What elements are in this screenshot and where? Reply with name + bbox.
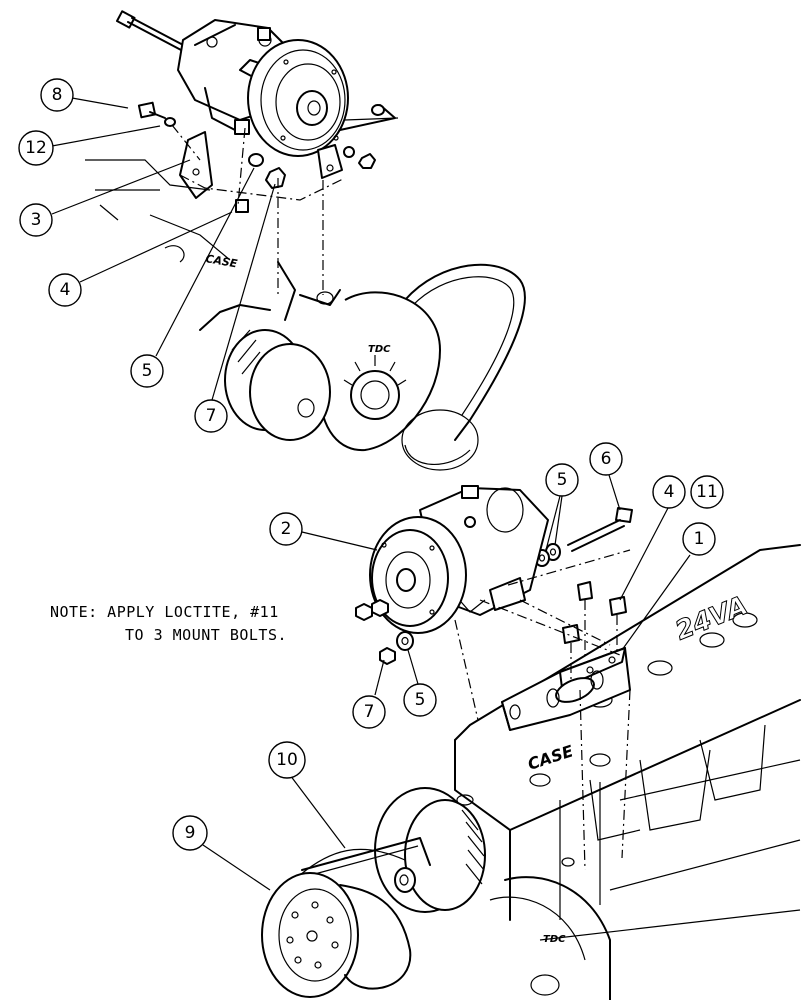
callout-12-label: 12	[25, 138, 47, 158]
leader-7b	[374, 659, 385, 696]
callout-4	[652, 475, 686, 509]
callout-4-label: 4	[60, 280, 71, 300]
top-brand-marking: CASE	[204, 252, 238, 270]
leader-5b	[407, 649, 419, 685]
callout-7	[194, 399, 228, 433]
top-clutch-pulley	[247, 39, 349, 157]
leader-9	[202, 844, 271, 891]
bottom-tdc-marking: TDC	[543, 934, 566, 945]
top-lower-pulley	[401, 409, 479, 471]
bottom-mount-bolts	[562, 581, 627, 682]
bottom-brand-marking: CASE	[525, 741, 575, 773]
bottom-timing-cover: TDC	[489, 876, 611, 1000]
leader-1	[621, 554, 691, 651]
leader-6	[608, 474, 621, 511]
leader-12	[51, 125, 161, 147]
callout-5-lower	[403, 683, 437, 717]
top-assembly-lines	[171, 124, 346, 298]
callout-5-upper-label: 5	[557, 470, 568, 490]
top-assembly: TDC CASE 8	[18, 10, 526, 471]
loctite-note: NOTE: APPLY LOCTITE, #11 TO 3 MOUNT BOLT…	[50, 603, 287, 644]
callout-11	[690, 475, 724, 509]
callout-5-lower-label: 5	[415, 690, 426, 710]
bottom-small-hardware	[355, 599, 414, 665]
top-callouts: 8 12 3 4 5 7	[18, 78, 276, 433]
callout-9	[172, 815, 208, 851]
note-line-1: NOTE: APPLY LOCTITE, #11	[50, 603, 279, 621]
callout-7-label: 7	[364, 702, 375, 722]
callout-8-label: 8	[52, 85, 63, 105]
bottom-damper-pulley	[261, 837, 431, 998]
callout-5-upper	[545, 463, 579, 497]
leader-5	[155, 167, 255, 357]
top-bracket-arms	[317, 104, 399, 179]
callout-8	[40, 78, 74, 112]
bottom-mount-bracket	[501, 647, 631, 731]
leader-5a	[545, 495, 561, 551]
callout-7	[352, 695, 386, 729]
callout-7-label: 7	[206, 406, 217, 426]
top-engine-block	[85, 159, 341, 331]
callout-1	[682, 522, 716, 556]
top-crank-pulley	[224, 329, 331, 441]
callout-3-label: 3	[31, 210, 42, 230]
leader-10	[289, 774, 346, 849]
bottom-clutch-pulley	[369, 516, 467, 634]
callout-11-label: 11	[696, 482, 718, 502]
callout-10	[268, 741, 306, 779]
top-timing-cover: TDC CASE	[204, 252, 441, 452]
callout-4	[48, 273, 82, 307]
callout-2	[269, 512, 303, 546]
callout-6-label: 6	[601, 449, 612, 469]
callout-9-label: 9	[185, 823, 196, 843]
callout-5	[130, 354, 164, 388]
note-line-2: TO 3 MOUNT BOLTS.	[125, 626, 287, 644]
callout-10-label: 10	[276, 750, 298, 770]
top-adjust-bracket	[137, 101, 286, 213]
leader-4b	[619, 507, 669, 601]
engine-model-marking: 24VA	[671, 591, 751, 647]
callout-12	[18, 130, 54, 166]
leader-3	[51, 159, 191, 215]
leader-4	[79, 211, 233, 283]
callout-6	[589, 442, 623, 476]
bottom-assembly-lines	[454, 549, 631, 871]
bottom-assembly: CASE 24VA	[50, 442, 801, 1000]
leader-8	[71, 97, 129, 109]
top-tdc-marking: TDC	[368, 344, 391, 355]
leader-2	[301, 531, 378, 551]
callout-5-label: 5	[142, 361, 153, 381]
top-v-belt	[404, 263, 526, 441]
callout-4-label: 4	[664, 482, 675, 502]
bottom-callouts: 2 5 6 4 11 1 7 5 10	[172, 442, 724, 891]
callout-2-label: 2	[281, 519, 292, 539]
leader-7	[211, 183, 276, 401]
callout-3	[19, 203, 53, 237]
callout-1-label: 1	[694, 529, 705, 549]
